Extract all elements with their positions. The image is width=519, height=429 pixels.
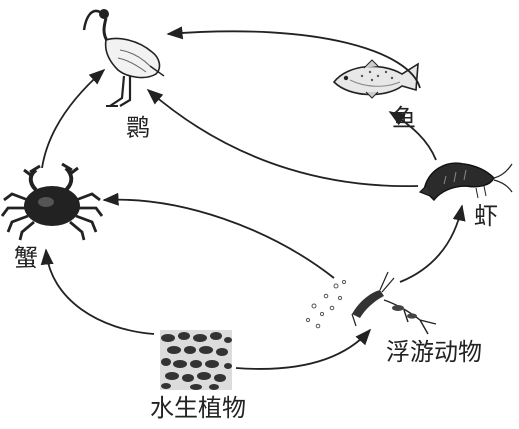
arrow-crab-to-ibis xyxy=(41,68,106,169)
label-crab: 蟹 xyxy=(14,244,38,272)
zooplankton-icon xyxy=(305,271,437,335)
shrimp-icon xyxy=(418,162,513,202)
crab-icon xyxy=(0,162,104,241)
fish-icon xyxy=(332,59,419,99)
arrows xyxy=(40,26,466,370)
arrow-zooplankton-to-shrimp xyxy=(399,204,466,283)
label-ibis: 鹮 xyxy=(126,114,150,142)
arrow-shrimp-to-ibis xyxy=(146,88,419,188)
aquatic-plants-icon xyxy=(160,330,232,390)
label-zooplankton: 浮游动物 xyxy=(386,338,482,366)
ibis-icon xyxy=(82,9,165,107)
arrow-shrimp-to-fish xyxy=(388,111,437,161)
arrow-plants-to-crab xyxy=(40,248,155,335)
label-fish: 鱼 xyxy=(392,104,416,132)
arrow-zooplankton-to-crab xyxy=(102,192,335,279)
label-aquatic-plants: 水生植物 xyxy=(150,394,246,422)
arrow-fish-to-ibis xyxy=(166,26,421,89)
label-shrimp: 虾 xyxy=(474,202,498,230)
arrow-plants-to-zooplankton xyxy=(235,328,372,370)
